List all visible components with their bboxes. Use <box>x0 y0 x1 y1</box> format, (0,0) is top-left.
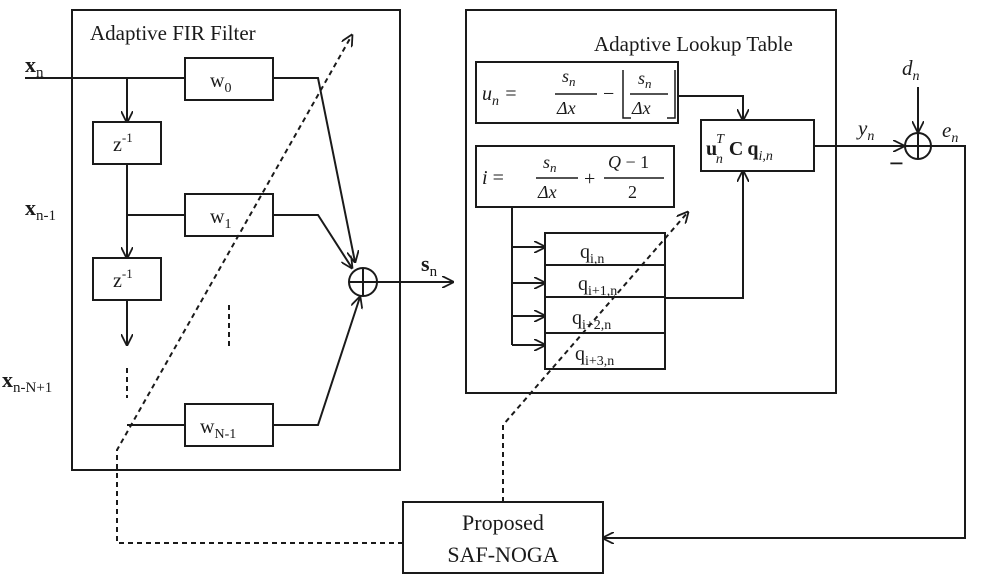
svg-text:SAF-NOGA: SAF-NOGA <box>447 542 558 567</box>
fir-filter-frame <box>71 9 401 471</box>
svg-text:w0: w0 <box>210 70 231 96</box>
wire-w0-to-sum <box>273 77 355 262</box>
q-entry-i-plus-1: qi+1,n <box>544 264 666 299</box>
equation-u-n: un = sn Δx − sn Δx <box>475 61 679 124</box>
q-entry-i: qi,n <box>544 232 666 267</box>
lut-frame <box>465 9 837 394</box>
signal-d-n: dn <box>902 56 920 84</box>
wire-w1-to-sum <box>273 214 352 268</box>
q-entry-i-plus-2: qi+2,n <box>544 296 666 334</box>
fir-summation-node <box>348 267 378 297</box>
delay-block-1: z-1 <box>92 121 162 165</box>
delay-block-2: z-1 <box>92 257 162 301</box>
svg-text:qi+2,n: qi+2,n <box>572 307 611 333</box>
svg-text:z-1: z-1 <box>113 266 133 292</box>
svg-text:+: + <box>584 168 595 190</box>
input-x-n-minus-1: xn-1 <box>25 195 56 224</box>
wire-error-feedback <box>603 145 966 538</box>
svg-text:Proposed: Proposed <box>462 510 544 535</box>
wire-u-to-output-block <box>678 95 743 120</box>
svg-text:Q − 1: Q − 1 <box>608 152 649 172</box>
svg-text:qi,n: qi,n <box>580 241 604 267</box>
input-x-n-minus-n-plus-1: xn-N+1 <box>2 367 52 396</box>
wire-wn-1-to-sum <box>273 297 360 426</box>
adaptation-path-lut <box>502 212 688 502</box>
fir-filter-title: Adaptive FIR Filter <box>90 21 256 45</box>
input-x-n: xn <box>25 52 44 81</box>
svg-text:Δx: Δx <box>537 182 557 202</box>
minus-sign: − <box>889 149 904 178</box>
signal-y-n: yn <box>856 116 874 144</box>
q-entry-i-plus-3: qi+3,n <box>544 332 666 370</box>
svg-text:−: − <box>603 83 614 105</box>
svg-text:Δx: Δx <box>631 98 651 118</box>
signal-e-n: en <box>942 118 958 146</box>
signal-s-n: sn <box>421 251 438 280</box>
svg-text:Δx: Δx <box>556 98 576 118</box>
equation-i: i = sn Δx + Q − 1 2 <box>475 145 675 208</box>
svg-text:un =: un = <box>482 83 518 109</box>
svg-text:qi+3,n: qi+3,n <box>575 343 614 369</box>
lut-title: Adaptive Lookup Table <box>594 32 793 56</box>
weight-block-w1: w1 <box>184 193 274 237</box>
svg-text:i =: i = <box>482 167 504 189</box>
output-summation-node <box>904 132 932 160</box>
wire-q-to-output-block <box>665 171 743 299</box>
svg-text:wN-1: wN-1 <box>200 416 236 442</box>
weight-block-wn-1: wN-1 <box>184 403 274 447</box>
svg-text:z-1: z-1 <box>113 130 133 156</box>
svg-text:w1: w1 <box>210 206 231 232</box>
svg-text:qi+1,n: qi+1,n <box>578 273 617 299</box>
weight-block-w0: w0 <box>184 57 274 101</box>
svg-text:2: 2 <box>628 182 637 202</box>
saf-noga-block: Proposed SAF-NOGA <box>402 501 604 574</box>
